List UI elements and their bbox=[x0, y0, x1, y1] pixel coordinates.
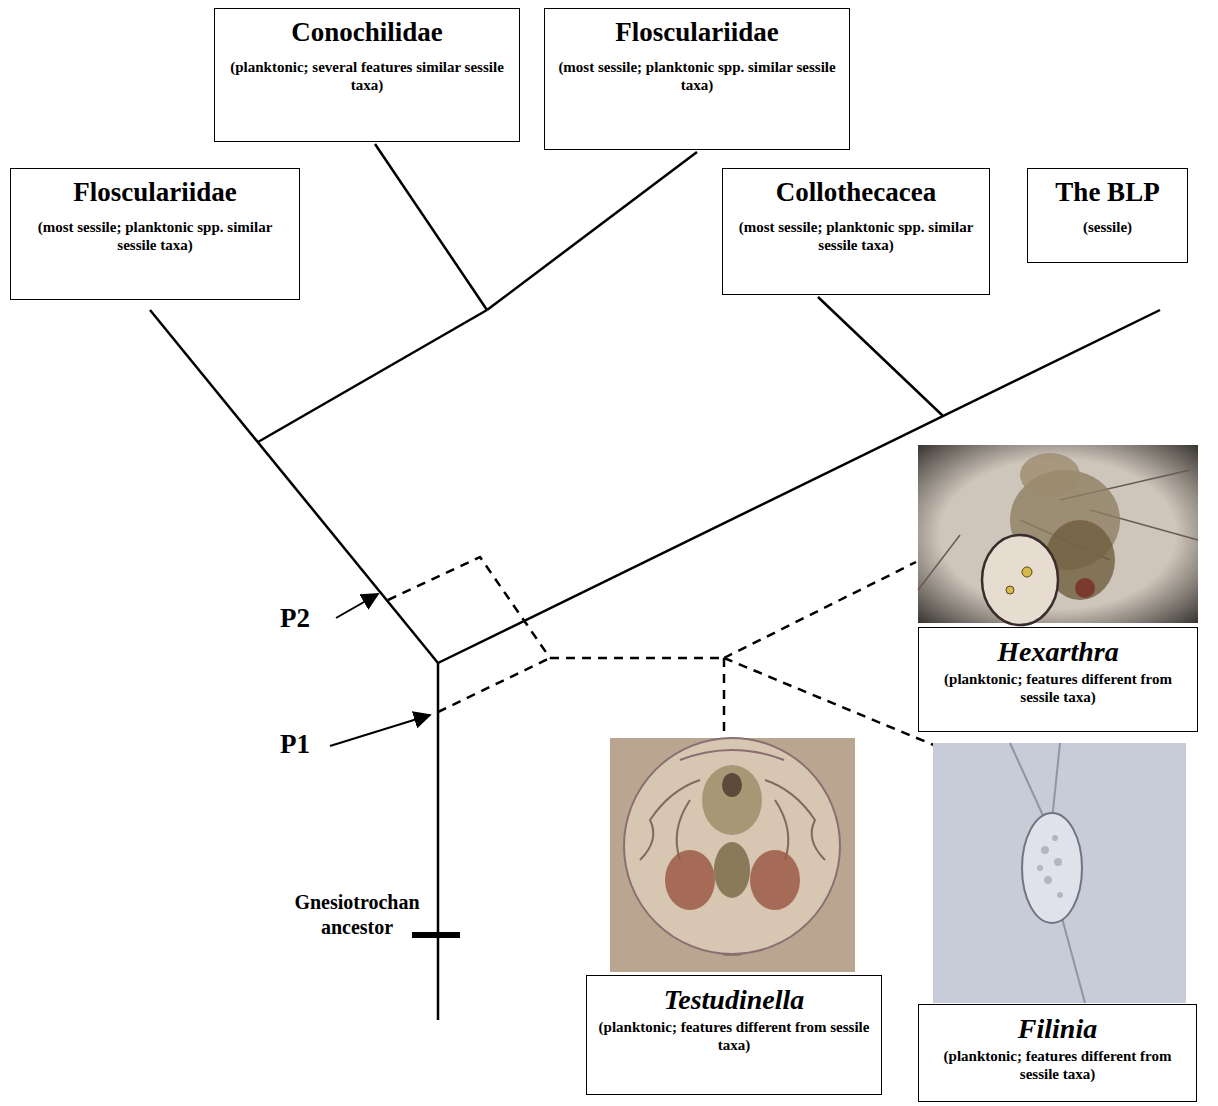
clade-box: Conochilidae (planktonic; several feature… bbox=[214, 8, 520, 142]
ancestor-tick bbox=[412, 932, 460, 938]
testudinella-photo bbox=[610, 738, 855, 972]
taxon-name: Filinia bbox=[1018, 1013, 1097, 1045]
p2-dashed bbox=[388, 557, 550, 658]
p1-arrow bbox=[330, 715, 430, 746]
hexarthra-photo bbox=[918, 445, 1198, 625]
p2-arrow bbox=[336, 594, 378, 618]
taxon-note: (most sessile; planktonic spp. similar s… bbox=[19, 218, 291, 254]
taxon-note: (most sessile; planktonic spp. similar s… bbox=[553, 58, 841, 94]
genus-box: Filinia(planktonic; features different f… bbox=[918, 1004, 1197, 1102]
stem-dashed bbox=[550, 657, 724, 660]
root-branch bbox=[437, 663, 440, 1020]
filinia-dashed bbox=[724, 658, 936, 746]
taxon-note: (most sessile; planktonic spp. similar s… bbox=[731, 218, 981, 254]
position-label: P2 bbox=[270, 602, 320, 636]
hexarthra-dashed bbox=[724, 562, 916, 658]
genus-box: Hexarthra(planktonic; features different… bbox=[918, 627, 1198, 732]
genus-box: Testudinella(planktonic; features differ… bbox=[586, 975, 882, 1095]
clade-box: Flosculariidae (most sessile; planktonic … bbox=[10, 168, 300, 300]
clade-box: Collothecacea (most sessile; planktonic s… bbox=[722, 168, 990, 295]
taxon-name: Collothecacea bbox=[776, 177, 936, 208]
testudinella-dashed bbox=[723, 658, 726, 736]
taxon-note: (sessile) bbox=[1083, 218, 1132, 236]
conochilidae-branch bbox=[375, 144, 487, 310]
dashed-branches bbox=[388, 557, 936, 746]
taxon-note: (planktonic; features different from ses… bbox=[595, 1018, 873, 1054]
taxon-name: The BLP bbox=[1055, 177, 1159, 208]
taxon-name: Flosculariidae bbox=[73, 177, 237, 208]
p1-dashed bbox=[438, 658, 550, 712]
flosculariidae-branch bbox=[487, 152, 697, 310]
taxon-name: Testudinella bbox=[664, 984, 805, 1016]
taxon-note: (planktonic; features different from ses… bbox=[927, 1047, 1188, 1083]
taxon-note: (planktonic; features different from ses… bbox=[927, 670, 1189, 706]
taxon-name: Conochilidae bbox=[291, 17, 443, 48]
clade-box: The BLP (sessile) bbox=[1027, 168, 1188, 263]
position-label: P1 bbox=[270, 728, 320, 762]
clade-box: Flosculariidae (most sessile; planktonic … bbox=[544, 8, 850, 150]
ancestor-label: Gnesiotrochan ancestor bbox=[282, 890, 432, 940]
taxon-name: Flosculariidae bbox=[615, 17, 779, 48]
inner-branch bbox=[258, 310, 487, 442]
collothecacea-branch bbox=[818, 297, 943, 416]
taxon-note: (planktonic; several features similar se… bbox=[223, 58, 511, 94]
taxon-name: Hexarthra bbox=[997, 636, 1118, 668]
filinia-photo bbox=[933, 743, 1186, 1003]
